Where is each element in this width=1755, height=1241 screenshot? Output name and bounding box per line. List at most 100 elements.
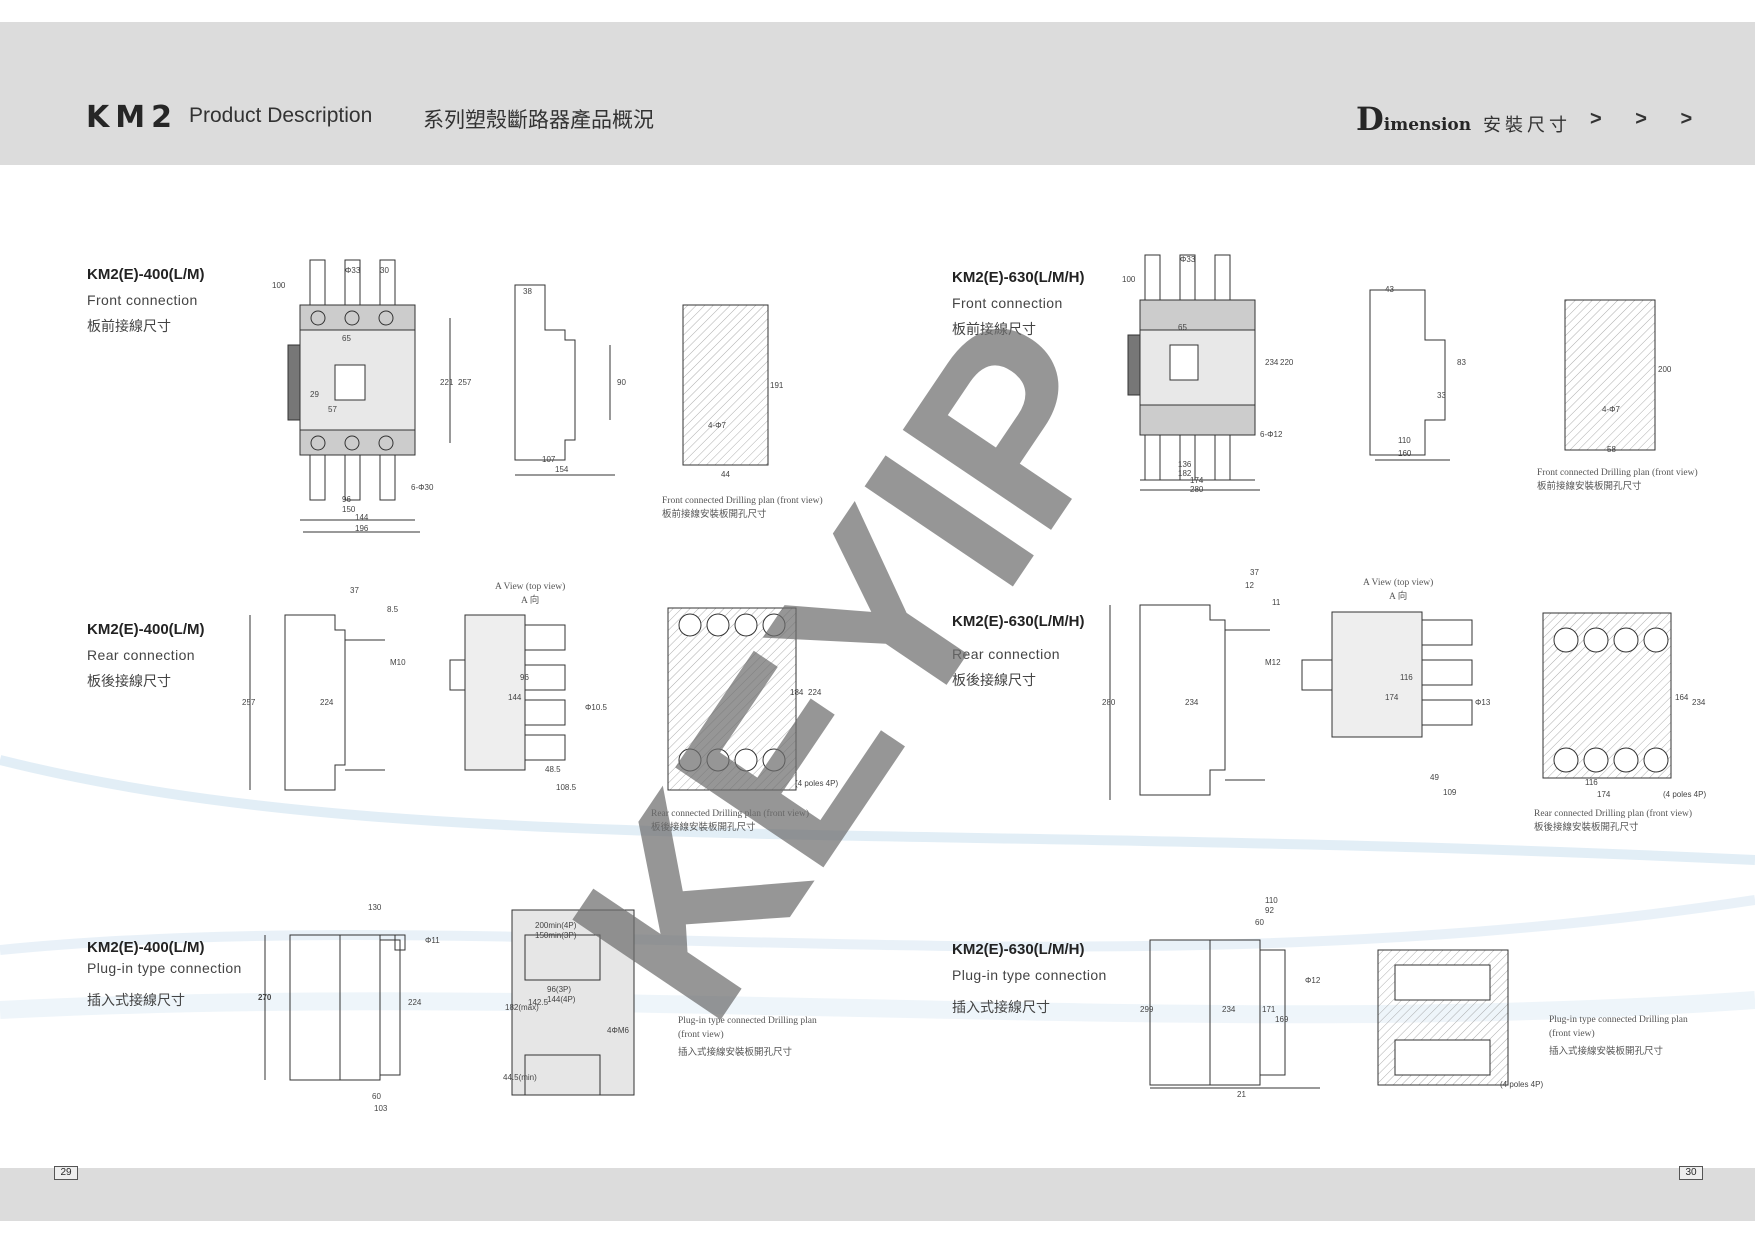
caption-en: A View (top view) (495, 582, 566, 592)
dim-label: 96(3P) (547, 985, 571, 994)
caption-400-rear: Rear connected Drilling plan (front view… (651, 807, 809, 835)
dim-label: Φ13 (1475, 698, 1491, 707)
caption-en: Front connected Drilling plan (front vie… (662, 496, 823, 506)
connection-type: Front connection (87, 292, 198, 308)
section-630-plug: KM2(E)-630(L/M/H)Plug-in type connection… (952, 941, 1107, 1017)
dim-label: 182(max) (505, 1003, 539, 1012)
dim-label: 130 (368, 903, 382, 912)
km2-630-front-view (1127, 254, 1260, 491)
dim-label: 29 (310, 390, 319, 399)
km2-630-plug-side-view (1149, 939, 1320, 1089)
dim-label: 30 (380, 266, 389, 275)
header-title-en: Product Description (189, 104, 373, 127)
dim-label: 174 (1385, 693, 1399, 702)
header-band (0, 22, 1755, 165)
dim-label: 103 (374, 1104, 388, 1113)
dim-labels-630-plug: 110 92 60 Φ12 299 234 171 169 21 (4 pole… (1140, 896, 1543, 1099)
dim-label: 96 (520, 673, 529, 682)
connection-type-zh: 板後接線尺寸 (952, 672, 1036, 688)
dim-label: (4 poles 4P) (1500, 1080, 1543, 1089)
caption-zh: 插入式接線安裝板開孔尺寸 (1549, 1047, 1664, 1057)
dim-label: 43 (1385, 285, 1394, 294)
dim-label: 6-Φ30 (411, 483, 434, 492)
section-title-zh: 安裝尺寸 (1483, 115, 1571, 135)
caption-en: A View (top view) (1363, 578, 1434, 588)
caption-630-rear: Rear connected Drilling plan (front view… (1534, 807, 1692, 835)
dim-label: 109 (1443, 788, 1457, 797)
dim-label: 116 (1400, 673, 1413, 682)
caption-en-2: (front view) (678, 1030, 724, 1040)
connection-type-zh: 板後接線尺寸 (87, 673, 171, 689)
dim-label: 100 (272, 281, 286, 290)
km2-400-rear-drill-plan (667, 607, 797, 791)
dim-label: 299 (1140, 1005, 1154, 1014)
dim-label: 96 (342, 495, 351, 504)
connection-type: Front connection (952, 295, 1063, 311)
dim-label: M12 (1265, 658, 1281, 667)
section-title: Dimension (1356, 100, 1471, 138)
dim-label: 44 (721, 470, 730, 479)
dim-label: 92 (1265, 906, 1274, 915)
footer-band (0, 1168, 1755, 1221)
section-initial: D (1356, 100, 1384, 138)
page-number-right: 30 (1679, 1166, 1703, 1180)
dim-label: 280 (1190, 485, 1204, 494)
dim-label: 150min(3P) (535, 931, 577, 940)
caption-400-plug: Plug-in type connected Drilling plan(fro… (678, 1014, 817, 1060)
connection-type-zh: 插入式接線尺寸 (952, 999, 1050, 1015)
dim-label: 169 (1275, 1015, 1289, 1024)
dim-label: Φ33 (1180, 255, 1196, 264)
dim-label: (4 poles 4P) (1663, 790, 1706, 799)
km2-400-rear-side-view (249, 614, 385, 791)
dim-label: 49 (1430, 773, 1439, 782)
dim-label: 90 (617, 378, 626, 387)
connection-type: Plug-in type connection (87, 960, 242, 976)
dim-label: 48.5 (545, 765, 561, 774)
dim-label: 60 (1255, 918, 1264, 927)
caption-zh: 板前接線安裝板開孔尺寸 (1537, 482, 1642, 492)
brand-logo: KM2 (86, 100, 178, 135)
caption-zh: A 向 (521, 596, 540, 606)
connection-type: Rear connection (87, 647, 195, 663)
dim-label: 65 (1178, 323, 1187, 332)
dim-label: 142.5 (528, 998, 549, 1007)
dim-label: 234 (1222, 1005, 1236, 1014)
dim-label: Φ12 (1305, 976, 1321, 985)
model-name: KM2(E)-400(L/M) (87, 939, 205, 956)
km2-630-side-view (1369, 289, 1450, 461)
dim-label: 136 (1178, 460, 1192, 469)
dim-label: 257 (242, 698, 256, 707)
km2-630-front-drill-plan (1564, 299, 1656, 451)
km2-400-front-view (287, 259, 451, 533)
dim-label: 196 (355, 524, 369, 533)
dim-labels-400-plug: 130 Φ11 270 224 60 103 200min(4P) 150min… (258, 903, 629, 1113)
km2-630-plug-drill-plan (1377, 949, 1509, 1086)
dim-label: 200min(4P) (535, 921, 577, 930)
dim-label: 171 (1262, 1005, 1276, 1014)
caption-en: Front connected Drilling plan (front vie… (1537, 468, 1698, 478)
caption-en-2: (front view) (1549, 1029, 1595, 1039)
connection-type-zh: 板前接線尺寸 (952, 321, 1036, 337)
dim-label: 57 (328, 405, 337, 414)
dim-label: 144 (508, 693, 522, 702)
dim-label: 174 (1597, 790, 1611, 799)
dim-label: 83 (1457, 358, 1466, 367)
dim-label: 200 (1658, 365, 1672, 374)
caption-630-aview: A View (top view)A 向 (1363, 576, 1433, 604)
caption-zh: 板前接線安裝板開孔尺寸 (662, 510, 767, 520)
header-title-zh: 系列塑殼斷路器產品概況 (423, 109, 654, 132)
dim-label: 100 (1122, 275, 1136, 284)
dim-label: 4-Φ7 (708, 421, 726, 430)
dim-label: 108.5 (556, 783, 577, 792)
caption-630-front: Front connected Drilling plan (front vie… (1537, 466, 1698, 494)
dim-label: 224 (320, 698, 334, 707)
km2-400-plug-side-view (264, 934, 406, 1081)
dim-label: Φ33 (345, 266, 361, 275)
dim-label: (4 poles 4P) (795, 779, 838, 788)
dim-label: M10 (390, 658, 406, 667)
dim-label: 6-Φ12 (1260, 430, 1283, 439)
